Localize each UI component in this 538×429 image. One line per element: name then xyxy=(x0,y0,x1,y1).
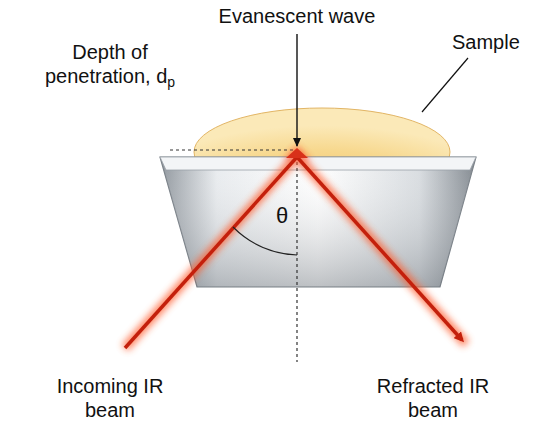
refracted-beam xyxy=(297,157,462,340)
angle-arc xyxy=(233,227,297,255)
beam-glow xyxy=(125,146,466,348)
beam-label: Incoming IR beam xyxy=(45,374,175,422)
callout-label: Evanescent wave xyxy=(219,4,376,28)
angle-symbol: θ xyxy=(276,204,288,228)
leader-line xyxy=(422,58,468,112)
pointer-line xyxy=(296,34,297,146)
dimension-text: Depth of penetration, d xyxy=(45,41,167,87)
incoming-beam xyxy=(125,157,297,348)
subscript: p xyxy=(167,74,175,90)
part-label: Sample xyxy=(452,30,520,54)
depth-guide xyxy=(170,149,297,150)
beam-label: Refracted IR beam xyxy=(368,374,498,422)
evanescent-wave xyxy=(286,148,308,158)
dimension-label: Depth of penetration, dp xyxy=(35,40,185,88)
normal-line xyxy=(296,162,297,362)
